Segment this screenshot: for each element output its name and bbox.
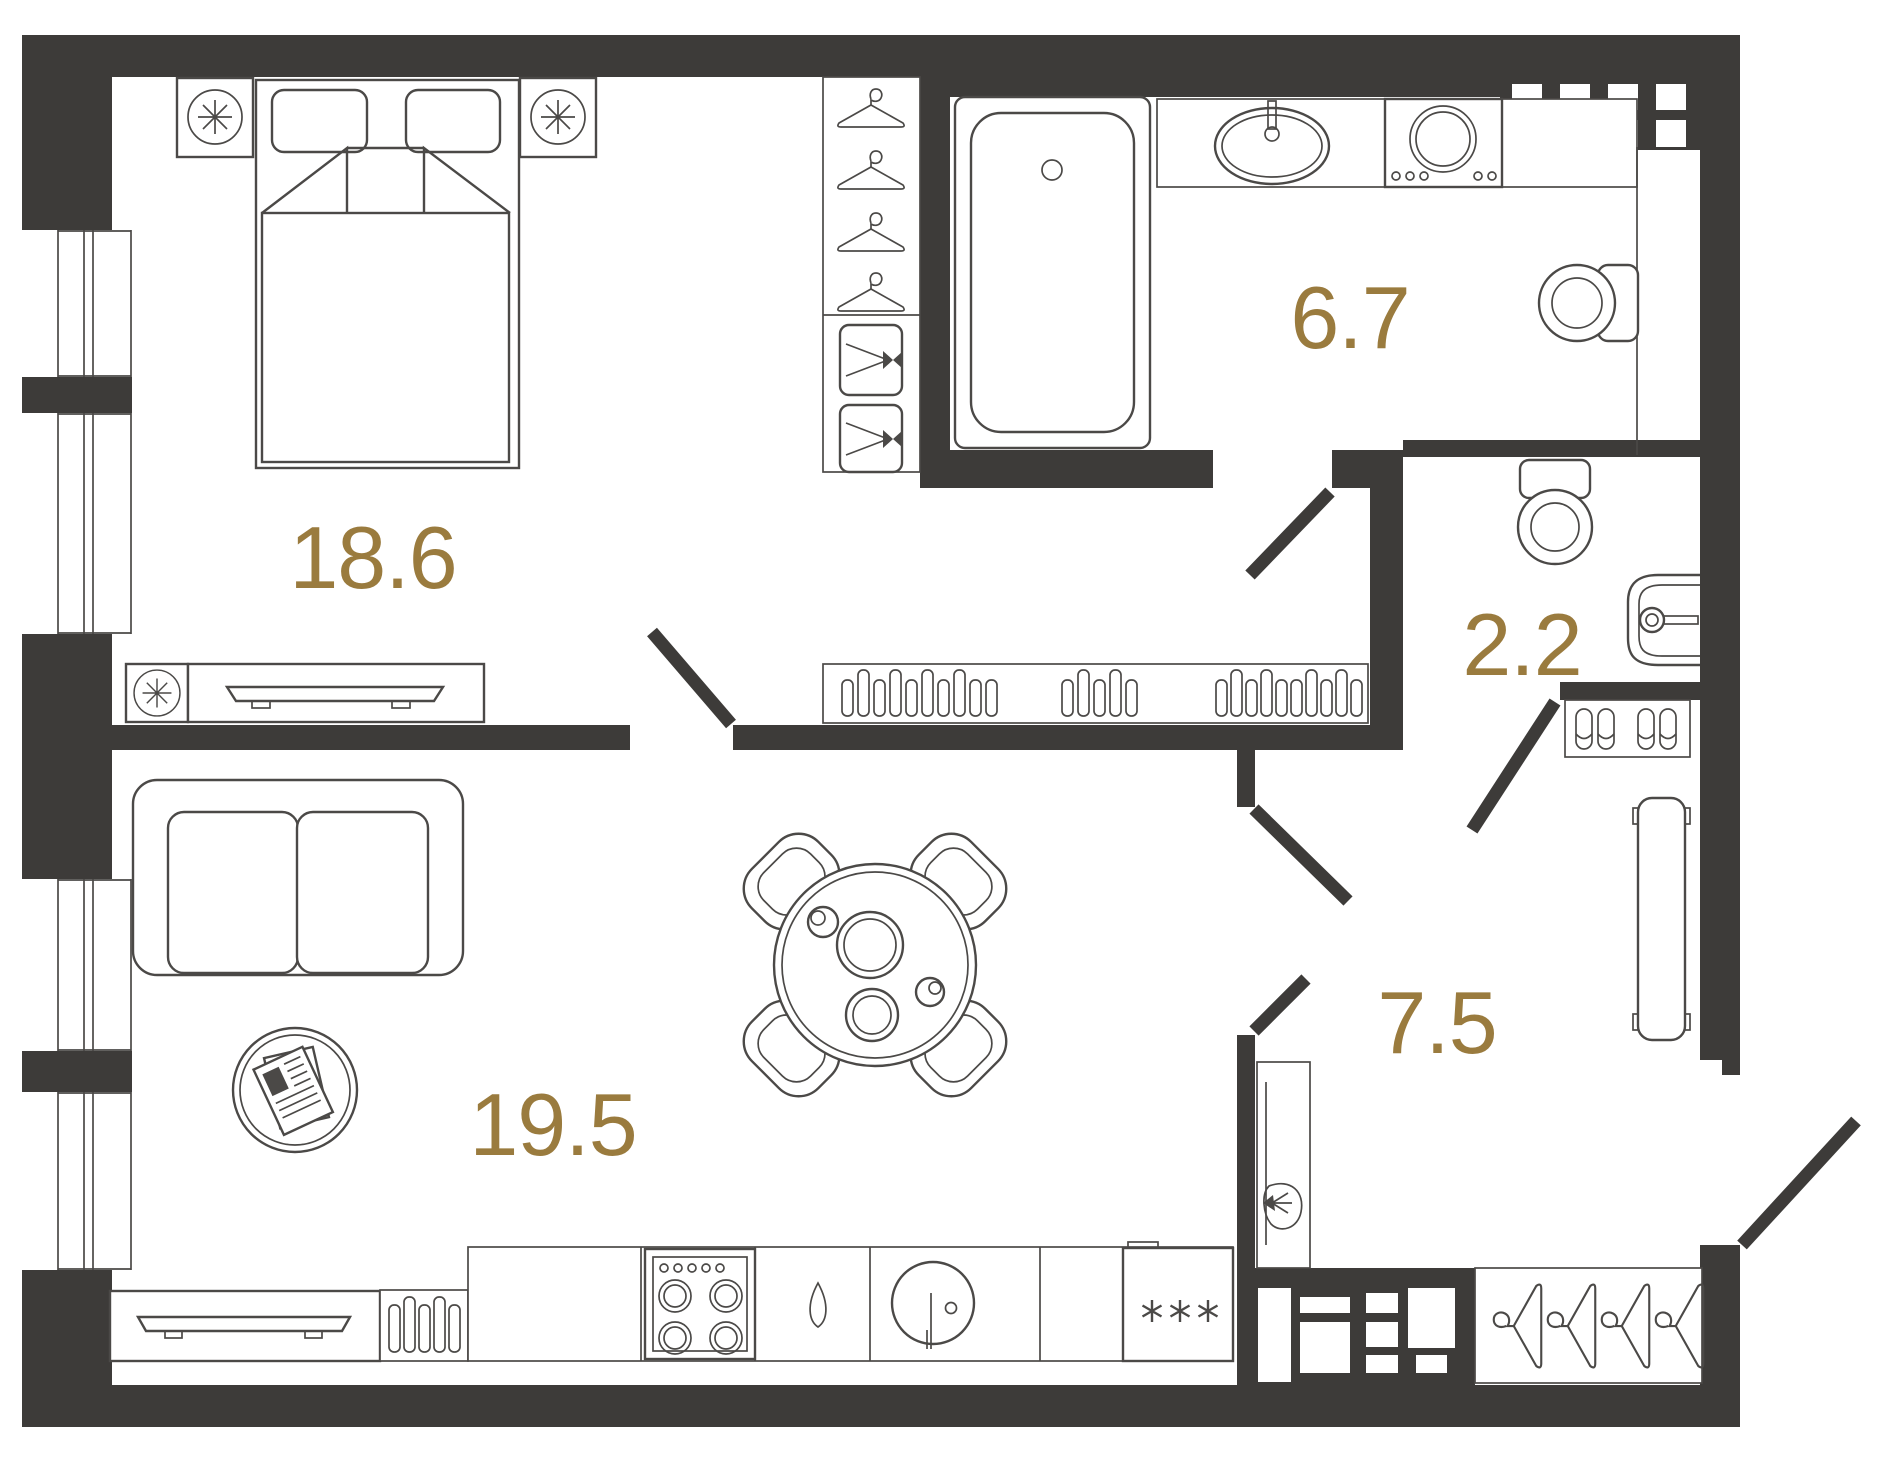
sofa-cushion <box>166 810 300 975</box>
duvet <box>260 211 511 464</box>
bathroom <box>953 95 1640 455</box>
tv-icon <box>135 1315 353 1333</box>
window-bedroom-2 <box>50 413 134 634</box>
wall-spine-right <box>733 725 1403 750</box>
door-living-hall <box>1249 804 1353 906</box>
living-kitchen <box>108 778 1235 1363</box>
window-living-2 <box>50 1092 134 1270</box>
coffee-table <box>231 1026 359 1154</box>
fridge <box>1121 1241 1235 1363</box>
bench <box>1632 796 1691 1042</box>
wall-spine-left <box>110 725 630 750</box>
stove <box>643 1247 757 1361</box>
tub-drain <box>1041 159 1063 181</box>
window-living-1 <box>50 879 134 1051</box>
bedroom-tv-console <box>186 662 486 724</box>
bathroom-counter <box>1156 97 1638 189</box>
wall-left-pier-2 <box>22 1051 132 1092</box>
label-bedroom-area: 18.6 <box>289 508 456 607</box>
tv-icon <box>224 685 446 703</box>
wall-wc-west <box>1370 450 1403 727</box>
windows <box>50 230 134 1270</box>
kitchen-sink <box>890 1260 976 1349</box>
wall-kitchen-hall <box>1237 1035 1255 1385</box>
water-drop-icon <box>809 1281 827 1329</box>
bathtub <box>953 95 1152 450</box>
toilet-bathroom <box>1537 263 1640 343</box>
wc-washbasin <box>1626 573 1700 667</box>
door-wc <box>1466 698 1561 834</box>
living-radiator <box>379 1289 469 1362</box>
sofa-cushion <box>295 810 430 975</box>
sconce-icon <box>1263 1183 1303 1230</box>
label-living-area: 19.5 <box>469 1075 636 1174</box>
kitchen-counter <box>467 1241 1235 1363</box>
corridor-radiator <box>822 663 1369 724</box>
wall-left-block-2 <box>22 634 112 879</box>
double-bed <box>254 78 521 470</box>
pillow-left <box>270 88 369 154</box>
wall-bathroom-south <box>950 450 1213 488</box>
drawer-unit-2 <box>838 403 904 474</box>
wall-left-block-1 <box>22 35 112 230</box>
label-hallway-area: 7.5 <box>1377 973 1496 1072</box>
doors <box>647 487 1861 1250</box>
bedroom <box>124 76 921 724</box>
hall-cabinet <box>1256 1061 1311 1269</box>
wall-left-pier-1 <box>22 377 132 413</box>
washing-machine <box>1383 97 1504 189</box>
washbasin <box>1213 100 1331 186</box>
nightstand-left <box>175 76 255 159</box>
wall-bathroom-south-notch <box>1198 473 1213 488</box>
wall-entry-stub <box>1700 1245 1740 1390</box>
door-bathroom <box>1245 487 1335 580</box>
wall-bedroom-bathroom <box>920 77 950 488</box>
pillow-right <box>404 88 502 154</box>
drawer-unit-1 <box>838 323 904 397</box>
dining-set <box>730 820 1020 1110</box>
wall-bathroom-furring <box>950 77 1500 97</box>
label-wc-area: 2.2 <box>1462 595 1581 694</box>
bedroom-lamp-box <box>124 662 190 724</box>
wall-bathroom-wc <box>1403 440 1700 457</box>
door-entry <box>1737 1116 1861 1250</box>
door-bedroom <box>647 627 736 729</box>
sofa <box>131 778 465 977</box>
wall-top <box>27 35 1740 77</box>
nightstand-right <box>518 76 598 159</box>
magazine-icon <box>251 1045 335 1137</box>
bedroom-wardrobe <box>822 76 921 474</box>
radiator-bars <box>841 669 1363 717</box>
wall-hall-stub <box>1237 745 1255 807</box>
entry-closet <box>1474 1267 1705 1384</box>
label-bathroom-area: 6.7 <box>1290 268 1409 367</box>
vent-shaft-bottom-cells <box>1258 1288 1455 1382</box>
wall-right <box>1700 35 1740 1060</box>
wc <box>1516 458 1700 667</box>
shoe-rack <box>1564 699 1691 758</box>
wall-wc-south <box>1560 682 1700 700</box>
hallway <box>1256 699 1705 1384</box>
plate <box>835 910 905 980</box>
living-tv-console <box>108 1289 382 1363</box>
wall-bottom <box>22 1385 1740 1427</box>
door-living-hall-second-leaf <box>1249 974 1311 1036</box>
window-bedroom-1 <box>50 230 134 377</box>
toilet-wc <box>1516 458 1594 566</box>
wall-right-notch <box>1722 1060 1740 1075</box>
